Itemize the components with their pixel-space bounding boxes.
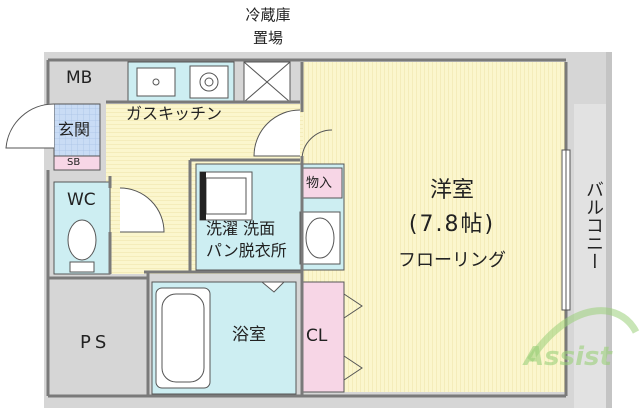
gas-kitchen-label: ガスキッチン [126,104,223,123]
entrance-door-swing [5,103,55,149]
toilet-icon [67,219,97,261]
bath-label: 浴室 [232,325,266,345]
balcony-area [574,104,612,408]
watermark-text: Assist [524,342,612,372]
interior-walls [46,58,568,398]
sb-label: SB [67,157,81,168]
fridge-label-line1: 冷蔵庫 [245,6,291,24]
wash-label-line2: パン脱衣所 [206,241,287,260]
western-room-label: 洋室 [429,178,475,203]
shoe-box [53,155,101,171]
vanity-sink [299,211,341,265]
sink-icon [136,67,176,97]
storage-closet [301,167,343,199]
kitchen-door-swing [253,109,301,157]
washing-machine-pan [199,171,253,221]
ps-area [48,280,148,404]
stove-icon [189,65,229,99]
bathtub [155,287,211,389]
mb-box [48,62,108,102]
room-size-label: (7.8帖) [408,212,496,237]
balcony-label: バルコニー [583,180,604,270]
entrance-label: 玄関 [58,120,91,139]
wc-label: WC [67,190,96,210]
western-room-floor [303,62,565,392]
flooring-label: フローリング [398,250,506,271]
assist-logo [527,307,640,362]
wash-label-line1: 洗濯 洗面 [206,219,276,238]
ps-label: PS [80,332,111,353]
closet-label: CL [306,326,328,346]
fridge-label-line2: 置場 [252,29,284,47]
wc-door-swing [119,187,165,233]
storage-label: 物入 [306,176,333,191]
mb-label: MB [66,68,93,88]
